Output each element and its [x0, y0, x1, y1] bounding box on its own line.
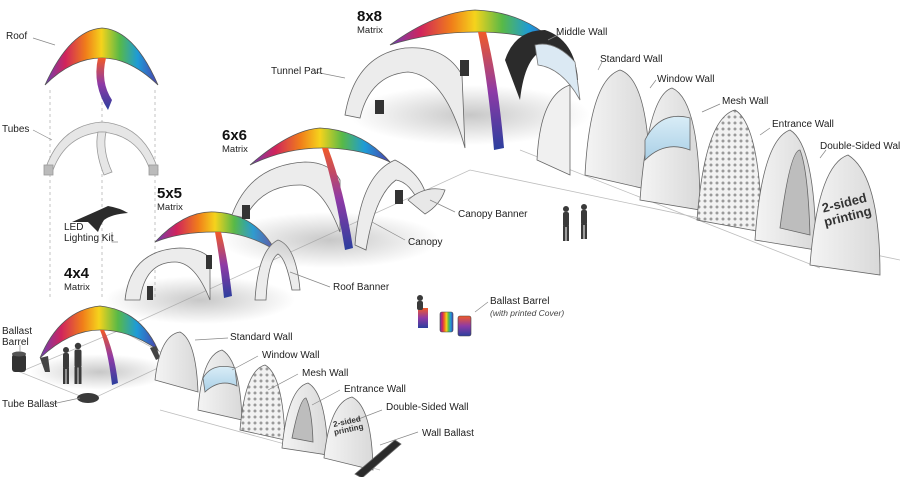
size-4x4: 4x4: [64, 265, 90, 282]
label-small-standard-wall: Standard Wall: [230, 332, 293, 343]
label-ballast-barrel-printed-note: (with printed Cover): [490, 308, 565, 318]
label-roof: Roof: [6, 31, 28, 42]
label-led-line2: Lighting Kit: [64, 233, 114, 244]
size-6x6: 6x6: [222, 127, 248, 144]
label-large-double-sided-wall: Double-Sided Wall: [820, 141, 900, 152]
label-tunnel-part: Tunnel Part: [271, 66, 323, 77]
exploded-tubes: [43, 121, 159, 176]
label-led-line1: LED: [64, 222, 84, 233]
leader-lines: [19, 33, 827, 446]
size-4x4-sub: Matrix: [64, 282, 90, 293]
label-small-entrance-wall: Entrance Wall: [344, 384, 406, 395]
label-canopy-banner: Canopy Banner: [458, 209, 528, 220]
label-roof-banner: Roof Banner: [333, 282, 390, 293]
label-tube-ballast: Tube Ballast: [2, 399, 58, 410]
tent-8x8: [344, 9, 590, 150]
large-walls: [536, 69, 881, 276]
exploded-roof: [44, 27, 159, 110]
label-ballast-barrel-printed: Ballast Barrel: [490, 296, 550, 307]
ballast-items: [12, 308, 472, 403]
size-8x8-sub: Matrix: [357, 25, 383, 36]
label-small-window-wall: Window Wall: [262, 350, 320, 361]
small-walls: [154, 331, 402, 477]
label-canopy: Canopy: [408, 237, 443, 248]
label-small-double-sided-wall: Double-Sided Wall: [386, 402, 469, 413]
label-wall-ballast: Wall Ballast: [422, 428, 474, 439]
size-5x5: 5x5: [157, 185, 183, 202]
led-kit-shape: [72, 206, 128, 232]
label-large-entrance-wall: Entrance Wall: [772, 119, 834, 130]
label-large-window-wall: Window Wall: [657, 74, 715, 85]
size-5x5-sub: Matrix: [157, 202, 183, 213]
people-silhouettes: [63, 204, 587, 384]
tent-6x6: [220, 127, 446, 268]
label-ballast-barrel-line1: Ballast: [2, 326, 33, 337]
label-middle-wall: Middle Wall: [556, 27, 608, 38]
exploded-parts: [43, 27, 159, 300]
label-large-mesh-wall: Mesh Wall: [722, 96, 769, 107]
label-large-standard-wall: Standard Wall: [600, 54, 663, 65]
size-8x8: 8x8: [357, 8, 383, 25]
size-6x6-sub: Matrix: [222, 144, 248, 155]
label-small-mesh-wall: Mesh Wall: [302, 368, 349, 379]
label-tubes: Tubes: [2, 124, 30, 135]
label-ballast-barrel-line2: Barrel: [2, 337, 29, 348]
